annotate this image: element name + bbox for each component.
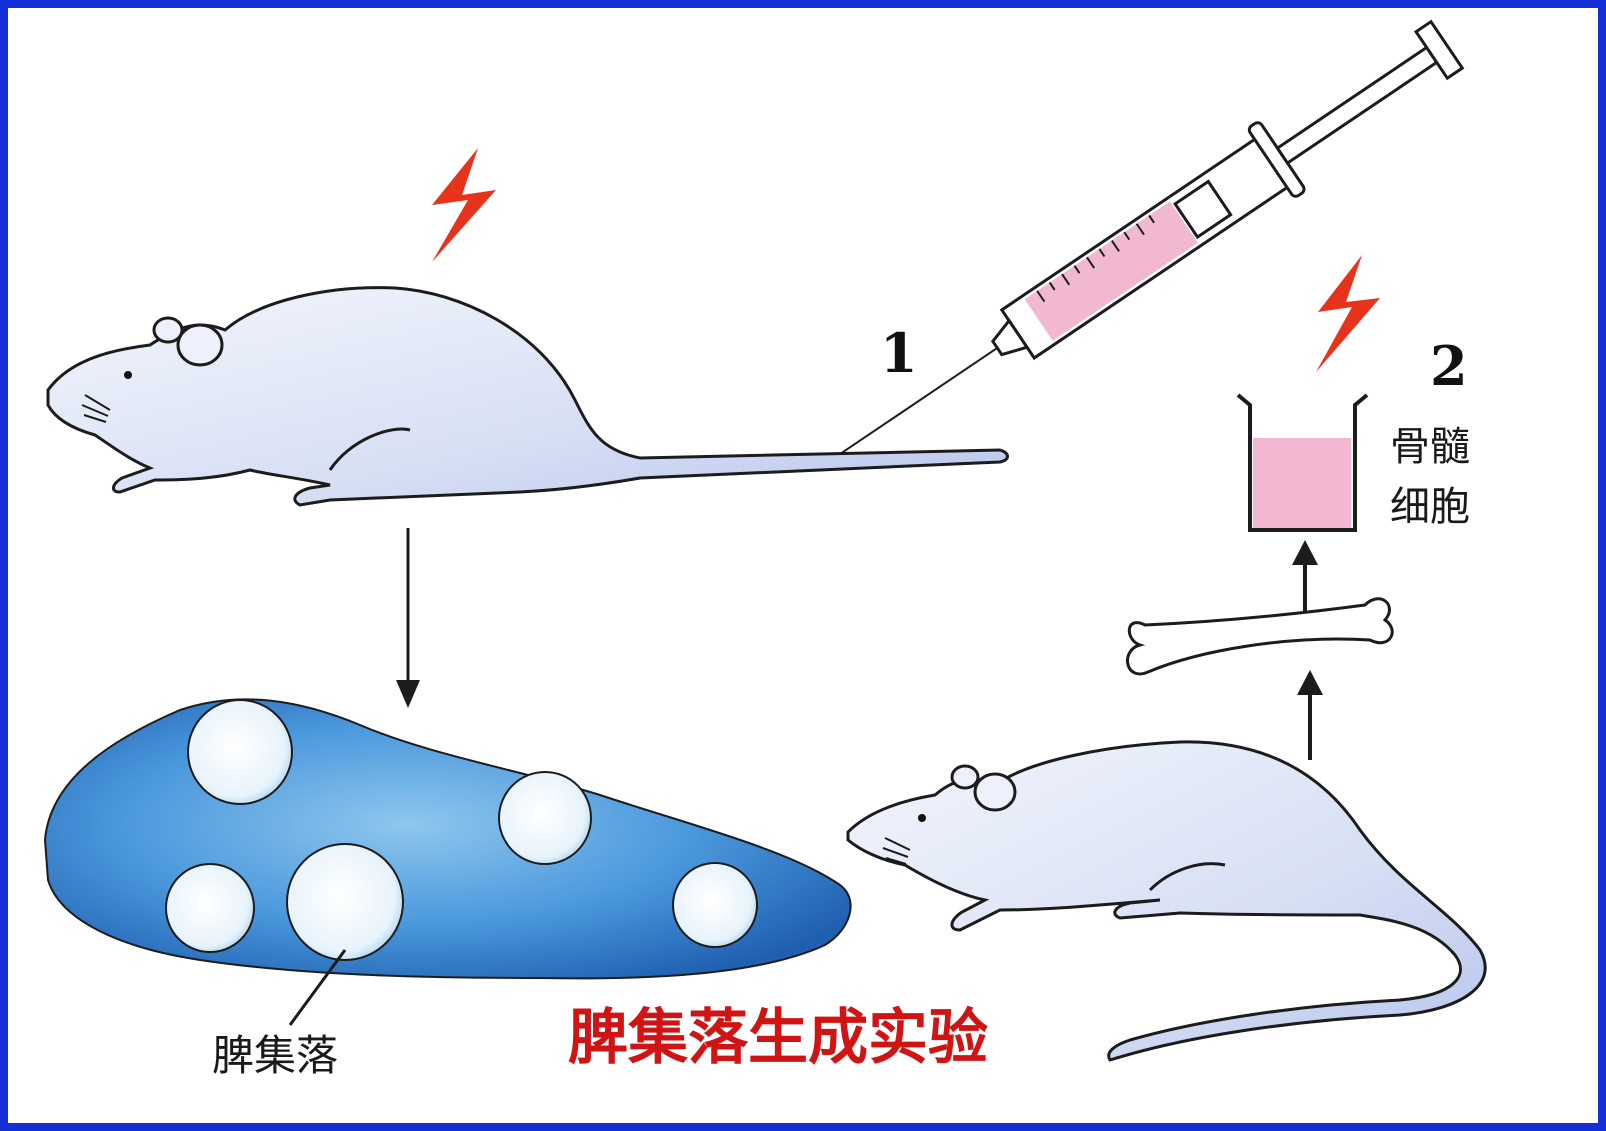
arrow-icon (1297, 670, 1323, 760)
syringe-icon (816, 10, 1470, 489)
radiation-bolt-icon (432, 148, 496, 262)
bone-marrow-label-line2: 细胞 (1390, 484, 1470, 530)
spleen-colony (188, 700, 292, 804)
bone-icon (1128, 599, 1393, 674)
spleen-colony (287, 844, 403, 960)
arrow-icon (396, 528, 420, 708)
spleen-colony (499, 772, 591, 864)
step-label-1: 1 (880, 321, 918, 385)
step-label-2: 2 (1430, 334, 1468, 398)
diagram-title: 脾集落生成实验 (568, 1003, 988, 1073)
spleen-colony (166, 864, 254, 952)
arrow-icon (1292, 540, 1318, 615)
recipient-mouse (48, 288, 1008, 505)
beaker-icon (1238, 395, 1367, 530)
radiation-bolt-icon (1316, 255, 1380, 372)
spleen-colony-label: 脾集落 (212, 1031, 338, 1080)
spleen (45, 699, 851, 978)
spleen-colony (673, 863, 757, 947)
bone-marrow-label-line1: 骨髓 (1390, 424, 1470, 470)
